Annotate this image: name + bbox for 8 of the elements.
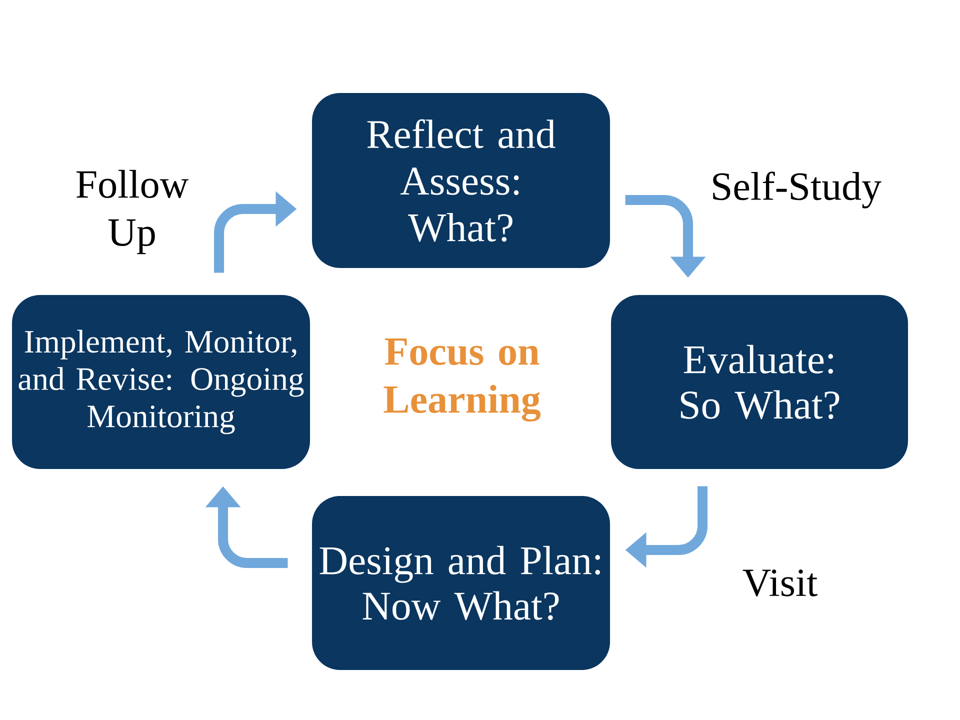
edge-label: Visit <box>742 569 818 597</box>
process-box: Design and Plan: Now What? <box>312 496 610 670</box>
edge-label: Self-Study <box>713 172 882 208</box>
process-box: Evaluate: So What? <box>611 295 908 469</box>
center-label: Focus on Learning <box>384 338 541 422</box>
process-box: Implement, Monitor, and Revise: Ongoing Monitoring <box>12 295 310 469</box>
process-box: Reflect and Assess: What? <box>312 93 610 268</box>
edge-label: Follow Up <box>76 170 189 254</box>
